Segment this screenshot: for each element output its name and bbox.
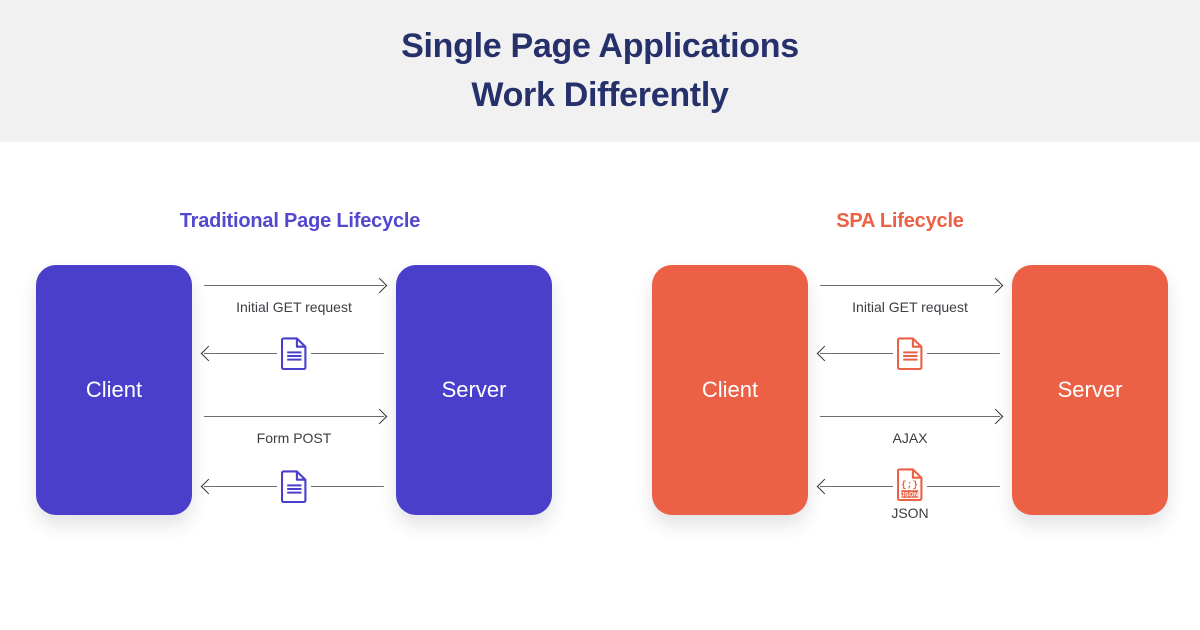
flow-label: Initial GET request <box>236 299 352 315</box>
arrow-head-right-icon <box>371 277 388 294</box>
arrow-head-left-icon <box>200 345 217 362</box>
arrow-line <box>200 334 384 372</box>
page-title-line1: Single Page Applications <box>401 27 799 65</box>
arrow-head-right-icon <box>987 277 1004 294</box>
node-label: Client <box>701 377 759 402</box>
arrow-head-left-icon <box>816 345 833 362</box>
node-client-traditional: Client <box>36 265 192 515</box>
flow-label: JSON <box>891 505 929 521</box>
arrow-line <box>200 467 384 505</box>
node-label: Server <box>441 377 507 402</box>
node-server-spa: Server <box>1012 265 1168 515</box>
document-icon <box>277 467 311 505</box>
svg-text:JSON: JSON <box>901 492 918 498</box>
heading-spa-lifecycle: SPA Lifecycle <box>836 210 964 232</box>
node-server-traditional: Server <box>396 265 552 515</box>
page-title-line2: Work Differently <box>471 76 729 114</box>
column-traditional: Traditional Page Lifecycle Client Server… <box>0 142 600 630</box>
header-band: Single Page Applications Work Differentl… <box>0 0 1200 142</box>
arrow-line <box>816 334 1000 372</box>
json-icon: {;} JSON <box>893 465 927 503</box>
arrow-line <box>820 277 1004 294</box>
flow-group-spa: Initial GET request <box>816 265 1004 521</box>
arrow-line <box>204 408 388 425</box>
column-spa: SPA Lifecycle Client Server Initial GET … <box>600 142 1200 630</box>
document-icon <box>277 334 311 372</box>
flow-label: Form POST <box>256 430 332 446</box>
flow-group-traditional: Initial GET request <box>200 265 388 515</box>
arrow-line: {;} JSON JSON <box>816 465 1000 521</box>
document-icon <box>893 334 927 372</box>
heading-traditional-lifecycle: Traditional Page Lifecycle <box>179 210 421 232</box>
svg-text:{;}: {;} <box>901 479 918 490</box>
node-label: Client <box>85 377 143 402</box>
flow-label: AJAX <box>892 430 928 446</box>
arrow-head-left-icon <box>816 478 833 495</box>
arrow-line <box>204 277 388 294</box>
arrow-head-left-icon <box>200 478 217 495</box>
flow-label: Initial GET request <box>852 299 968 315</box>
arrow-line <box>820 408 1004 425</box>
arrow-head-right-icon <box>987 408 1004 425</box>
node-client-spa: Client <box>652 265 808 515</box>
arrow-head-right-icon <box>371 408 388 425</box>
node-label: Server <box>1057 377 1123 402</box>
